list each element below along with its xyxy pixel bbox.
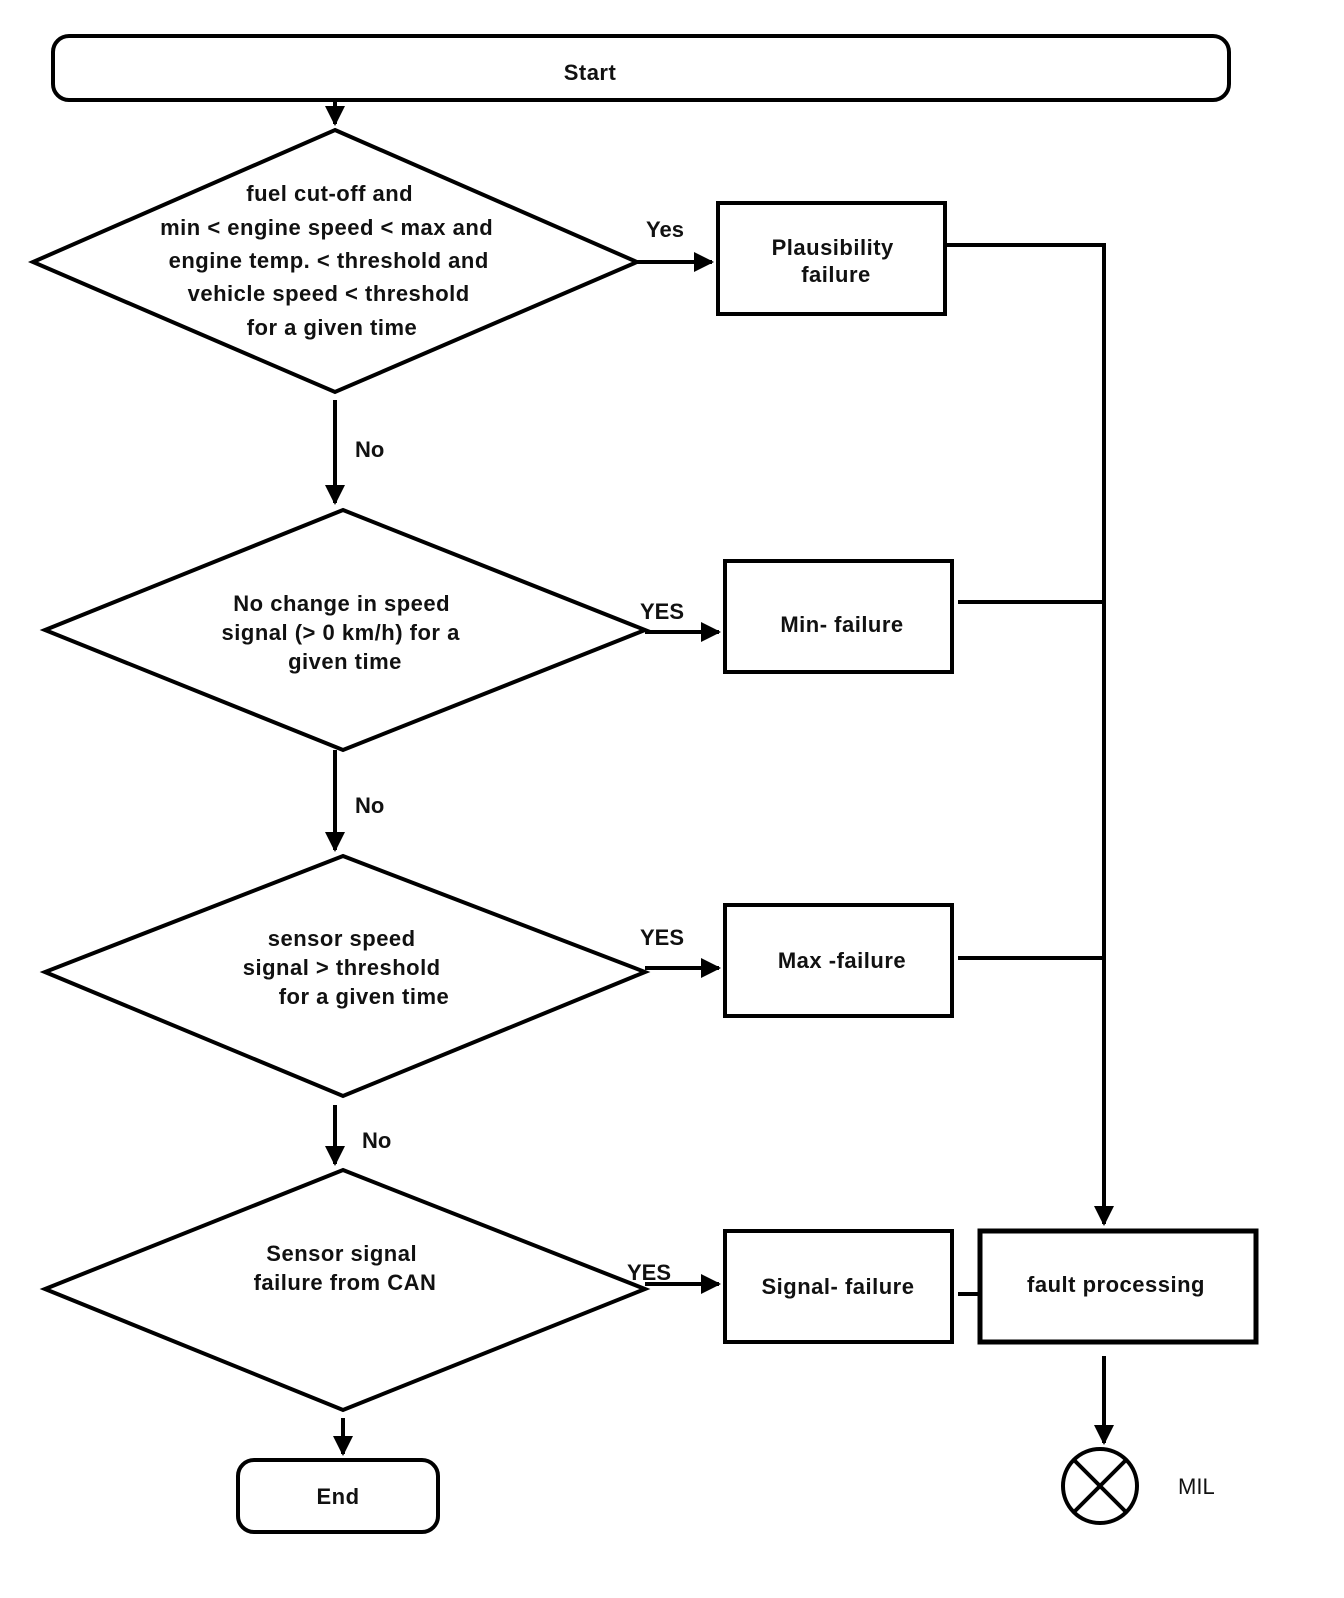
failure-box-plausibility: Plausibility failure xyxy=(716,201,947,316)
decision-plausibility-check: fuel cut-off and min < engine speed < ma… xyxy=(27,127,643,395)
failure-text: Signal- failure xyxy=(762,1274,915,1299)
failure-box-max: Max -failure xyxy=(723,903,954,1018)
no-label: No xyxy=(355,437,384,462)
end-label: End xyxy=(316,1484,359,1509)
decision-text: fuel cut-off and min < engine speed < ma… xyxy=(160,181,500,340)
collector-line xyxy=(945,243,1114,1226)
decision-text: sensor speed signal > threshold for a gi… xyxy=(243,926,450,1009)
failure-box-min: Min- failure xyxy=(723,559,954,674)
decision-text: No change in speed signal (> 0 km/h) for… xyxy=(222,591,467,674)
fault-processing-box: fault processing xyxy=(977,1228,1259,1345)
start-node: Start xyxy=(51,34,1231,102)
failure-text: Max -failure xyxy=(778,948,906,973)
end-node: End xyxy=(236,1458,440,1534)
fault-processing-label: fault processing xyxy=(1027,1272,1205,1297)
decision-can-check: Sensor signal failure from CAN xyxy=(39,1167,651,1413)
decision-max-check: sensor speed signal > threshold for a gi… xyxy=(39,853,651,1099)
no-label: No xyxy=(355,793,384,818)
yes-label: Yes xyxy=(646,217,684,242)
decision-min-check: No change in speed signal (> 0 km/h) for… xyxy=(39,507,651,753)
start-label: Start xyxy=(564,60,617,85)
yes-label: YES xyxy=(627,1260,671,1285)
yes-label: YES xyxy=(640,599,684,624)
failure-text: Min- failure xyxy=(780,612,903,637)
failure-text: Plausibility failure xyxy=(772,235,901,287)
lamp-cross-icon xyxy=(1061,1447,1139,1525)
decision-text: Sensor signal failure from CAN xyxy=(254,1241,437,1295)
no-label: No xyxy=(362,1128,391,1153)
mil-label: MIL xyxy=(1178,1474,1215,1499)
yes-label: YES xyxy=(640,925,684,950)
failure-box-signal: Signal- failure xyxy=(723,1229,954,1344)
